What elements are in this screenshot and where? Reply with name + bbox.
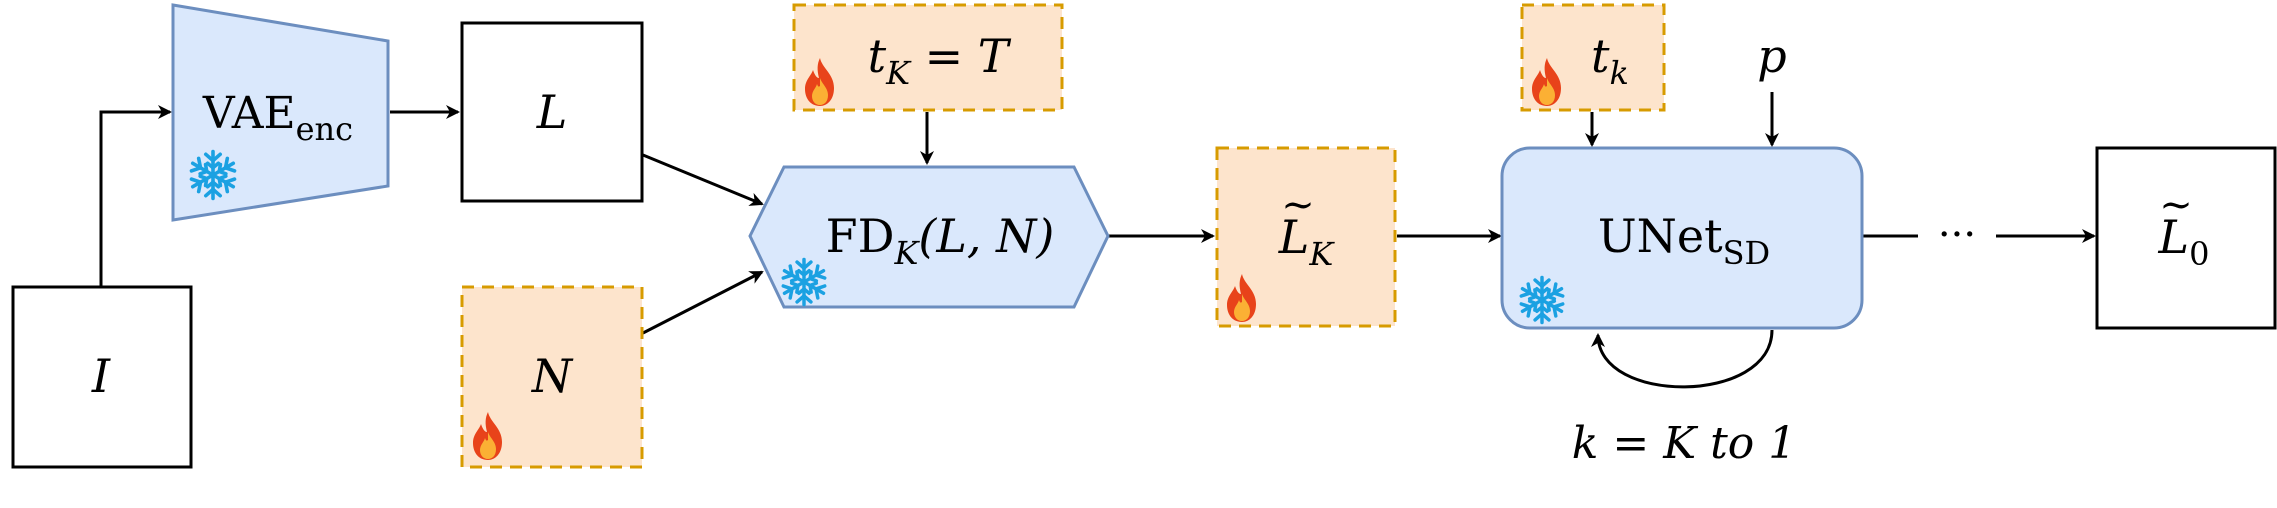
- timestep-tK-node: tK = T: [792, 3, 1064, 112]
- noisy-latent-node: LK ~: [1215, 146, 1397, 328]
- arrow-noise-to-fd: [642, 270, 764, 335]
- noisy-latent-label: LK: [1278, 210, 1336, 273]
- noisy-latent-tilde: ~: [1281, 182, 1315, 228]
- noise-node: N: [460, 285, 644, 469]
- output-latent-node: L0 ~: [2095, 146, 2277, 330]
- loop-label: k = K to 1: [1572, 418, 1797, 469]
- latent-label: L: [536, 85, 568, 139]
- vae-encoder-node: VAEenc: [171, 3, 390, 222]
- prompt-label: p: [1757, 29, 1786, 83]
- noise-label: N: [531, 349, 574, 403]
- timestep-tk-node: tk: [1520, 3, 1666, 112]
- latent-node: L: [460, 21, 644, 203]
- connectors: [99, 92, 2096, 389]
- ellipsis: ···: [1938, 212, 1976, 258]
- image-input-node: I: [11, 285, 193, 469]
- output-latent-tilde: ~: [2159, 182, 2193, 228]
- loop-arrow: [1591, 329, 1774, 389]
- forward-diffusion-label: FDK(L, N): [826, 209, 1055, 272]
- arrow-image-to-vae: [99, 105, 172, 287]
- image-input-label: I: [91, 349, 111, 403]
- vae-encoder-label: VAEenc: [202, 88, 353, 148]
- output-latent-label: L0: [2158, 210, 2210, 273]
- unet-node: UNetSD: [1500, 146, 1864, 330]
- timestep-tK-label: tK = T: [868, 29, 1012, 92]
- unet-label: UNetSD: [1598, 209, 1770, 272]
- arrow-latent-to-fd: [642, 153, 764, 206]
- timestep-tk-label: tk: [1591, 29, 1629, 92]
- forward-diffusion-node: FDK(L, N): [748, 165, 1110, 309]
